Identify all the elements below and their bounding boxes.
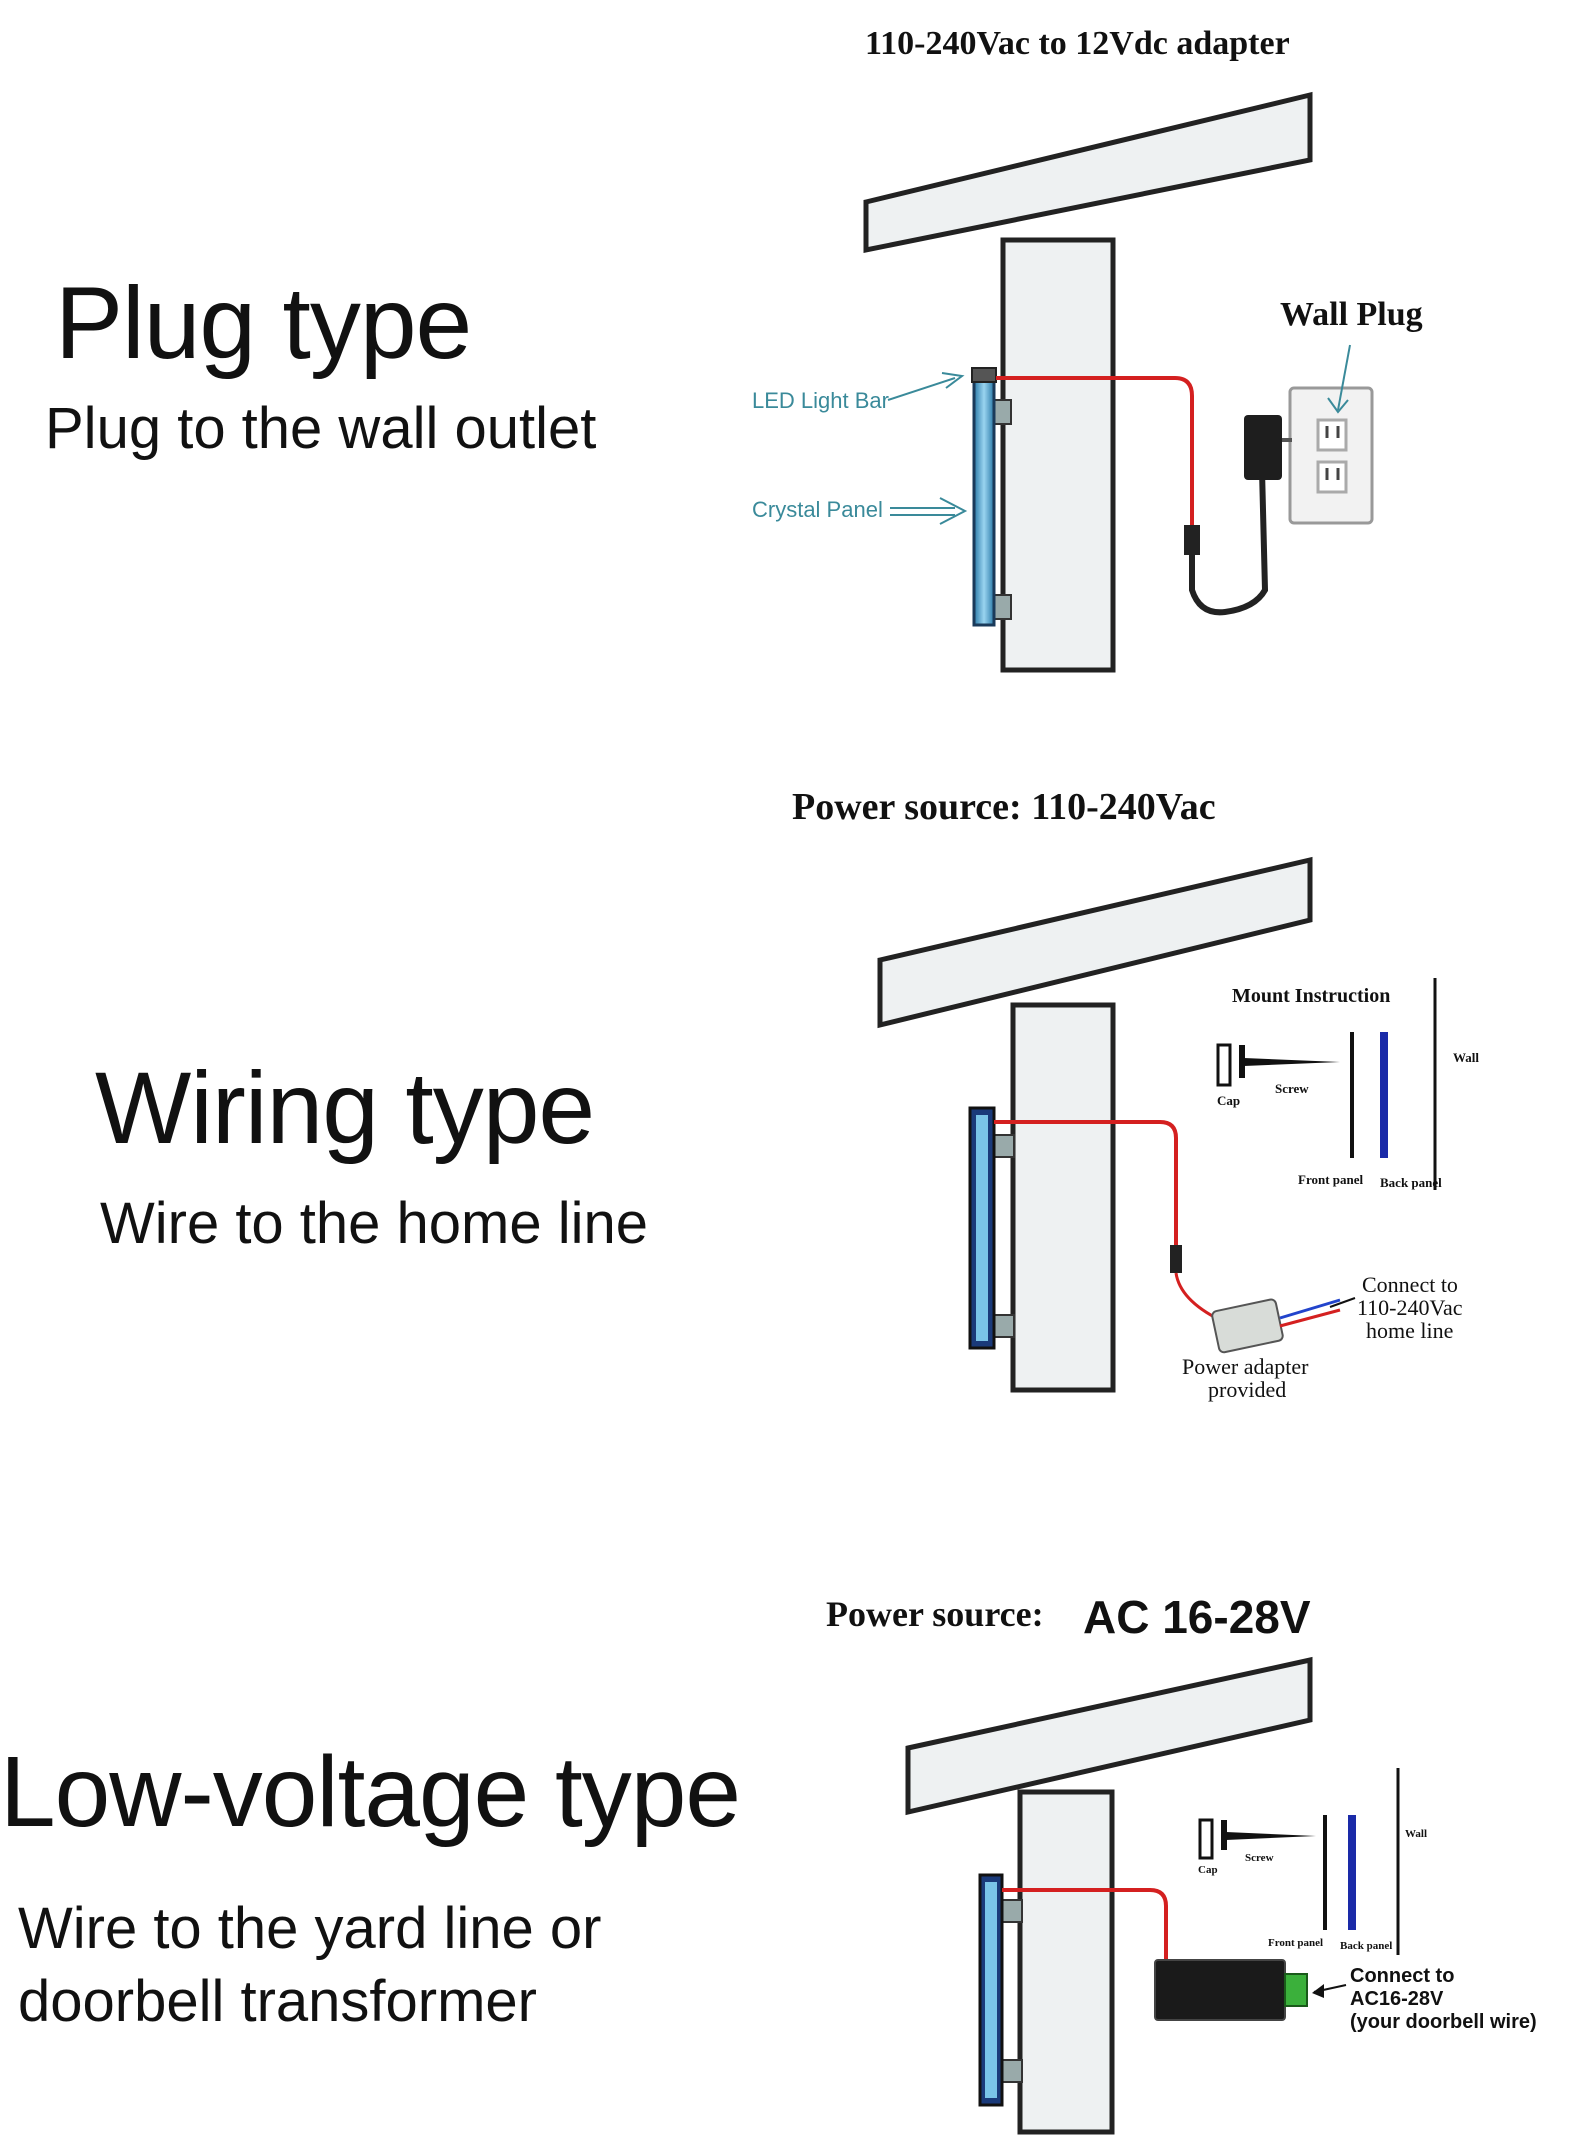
power-adapter-provided <box>1211 1298 1284 1354</box>
beam <box>905 1656 1313 1816</box>
red-wire <box>994 1120 1178 1245</box>
wiring-type-title: Wiring type <box>95 1051 595 1165</box>
crystal-arrow <box>890 507 955 516</box>
low-voltage-subtitle-line1: Wire to the yard line or <box>18 1896 602 1961</box>
connect-label-line3: (your doorbell wire) <box>1350 2011 1537 2033</box>
wall-plug-arrow <box>1337 344 1351 411</box>
plug-type-header: 110-240Vac to 12Vdc adapter <box>865 25 1290 62</box>
connector <box>1184 525 1200 555</box>
standoff-top <box>992 399 1012 425</box>
plug-type-subtitle: Plug to the wall outlet <box>45 396 597 461</box>
front-panel-label: Front panel <box>1268 1937 1324 1949</box>
connect-label-line2: 110-240Vac <box>1357 1295 1463 1320</box>
wiring-type-subtitle: Wire to the home line <box>100 1191 649 1256</box>
outlet-socket-top <box>1316 418 1348 452</box>
front-panel-label: Front panel <box>1298 1172 1364 1187</box>
wall-outlet-plate <box>1288 386 1374 525</box>
red-wire <box>996 376 1194 525</box>
low-voltage-header-value: AC 16-28V <box>1083 1591 1311 1643</box>
low-voltage-subtitle-line2: doorbell transformer <box>18 1969 537 2034</box>
connect-label-line3: home line <box>1366 1318 1454 1343</box>
screw-icon <box>1244 1058 1340 1066</box>
adapter-label-line2: provided <box>1208 1377 1287 1402</box>
screw-label: Screw <box>1275 1081 1309 1096</box>
terminal-block <box>1284 1973 1308 2007</box>
beam <box>863 91 1313 254</box>
low-voltage-type-title: Low-voltage type <box>0 1736 741 1848</box>
led-light-bar-label: LED Light Bar <box>752 388 889 413</box>
post <box>1017 1789 1115 2135</box>
wall-plug-label: Wall Plug <box>1280 296 1423 333</box>
outlet-socket-bottom <box>1316 460 1348 494</box>
back-panel-label: Back panel <box>1380 1175 1442 1190</box>
crystal-panel <box>972 373 996 627</box>
connect-label-line1: Connect to <box>1350 1965 1455 1987</box>
back-panel-label: Back panel <box>1340 1940 1393 1952</box>
post <box>1000 237 1116 673</box>
cap-label: Cap <box>1217 1093 1241 1108</box>
plug-type-title: Plug type <box>55 266 472 380</box>
wall-label: Wall <box>1405 1828 1428 1840</box>
wiring-type-header: Power source: 110-240Vac <box>792 786 1216 828</box>
ac-adapter <box>1154 1959 1286 2021</box>
screw-icon <box>1226 1832 1316 1840</box>
wall-label: Wall <box>1453 1050 1480 1065</box>
connect-label-line2: AC16-28V <box>1350 1988 1444 2010</box>
cap-label: Cap <box>1198 1864 1218 1876</box>
screw-label: Screw <box>1245 1852 1274 1864</box>
beam <box>877 856 1313 1029</box>
led-light-bar <box>971 367 997 383</box>
connect-label-line1: Connect to <box>1362 1272 1458 1297</box>
power-adapter-body <box>1244 415 1282 480</box>
plug-type-drawing <box>863 91 1374 673</box>
standoff-bottom <box>992 594 1012 620</box>
crystal-panel-label: Crystal Panel <box>752 497 883 522</box>
low-voltage-type-drawing <box>905 1656 1400 2135</box>
low-voltage-header-label: Power source: <box>826 1594 1044 1634</box>
mount-instruction-title: Mount Instruction <box>1232 985 1391 1007</box>
cap-icon <box>1198 1818 1214 1860</box>
post <box>1010 1002 1116 1393</box>
led-arrow <box>887 377 956 401</box>
adapter-label-line1: Power adapter <box>1182 1354 1309 1379</box>
wiring-type-drawing <box>877 856 1437 1393</box>
adapter-cable <box>1189 469 1269 616</box>
cap-icon <box>1216 1043 1232 1087</box>
red-wire <box>1002 1888 1168 1960</box>
